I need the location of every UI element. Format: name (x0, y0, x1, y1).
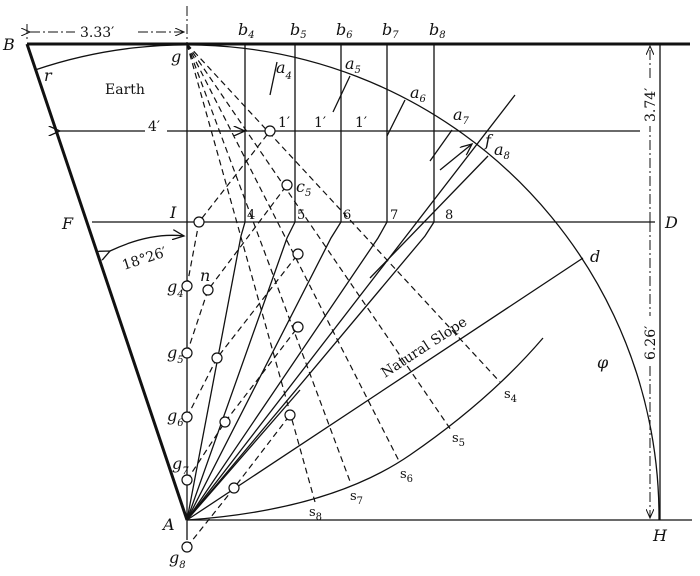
natural-slope-label: Natural Slope (378, 314, 470, 381)
point-I: I (169, 203, 177, 222)
construction-points (181, 125, 304, 553)
point-F: F (61, 214, 74, 233)
unit-mark: 1′ (355, 115, 367, 131)
svg-text:g5: g5 (167, 343, 184, 366)
dim-upper-label: 3.74′ (643, 88, 659, 122)
svg-text:s5: s5 (452, 431, 465, 449)
section-numbers: 4 5 6 7 8 (247, 208, 453, 223)
wall-angle-label: 18°26′ (120, 244, 169, 273)
svg-text:b5: b5 (290, 20, 307, 41)
svg-text:s8: s8 (309, 505, 322, 523)
point-n: n (200, 266, 210, 285)
wall-back-line (25, 43, 189, 521)
b-labels: b4 b5 b6 b7 b8 (238, 20, 446, 41)
dim-top-label: 3.33′ (80, 25, 114, 41)
svg-text:a6: a6 (410, 83, 427, 105)
svg-text:a5: a5 (345, 54, 361, 76)
point-g: g (171, 47, 181, 66)
dim-4ft-label: 4′ (148, 119, 160, 135)
dashed-rays (186, 43, 501, 548)
svg-text:g4: g4 (167, 277, 184, 300)
pressure-lines (186, 44, 584, 521)
point-d: d (590, 247, 600, 266)
rupture-arc (34, 44, 660, 521)
svg-text:b7: b7 (382, 20, 399, 41)
angle-arc (110, 235, 184, 251)
svg-text:8: 8 (445, 208, 453, 223)
phi-label: φ (597, 353, 609, 372)
svg-text:s4: s4 (504, 387, 517, 405)
svg-text:b4: b4 (238, 20, 255, 41)
point-B: B (2, 35, 15, 54)
svg-text:a8: a8 (494, 140, 510, 162)
svg-text:4: 4 (247, 208, 255, 223)
svg-text:5: 5 (297, 208, 305, 223)
s-curve (186, 337, 544, 521)
svg-text:a4: a4 (276, 58, 292, 82)
point-r: r (44, 66, 53, 85)
svg-text:g7: g7 (172, 454, 189, 477)
natural-slope-line (186, 257, 584, 521)
svg-text:7: 7 (390, 208, 398, 223)
a-ticks (269, 61, 453, 162)
unit-mark: 1′ (278, 115, 290, 131)
point-H: H (652, 526, 668, 545)
svg-text:6: 6 (343, 208, 351, 223)
point-f: f (484, 131, 494, 150)
svg-text:a7: a7 (453, 105, 470, 127)
svg-text:s6: s6 (400, 467, 413, 485)
dim-lower-label: 6.26′ (643, 326, 659, 360)
svg-text:g8: g8 (169, 548, 186, 571)
g-labels: g4 g5 g6 g7 g8 (167, 277, 189, 571)
svg-text:b6: b6 (336, 20, 353, 41)
point-D: D (664, 213, 678, 232)
unit-mark: 1′ (314, 115, 326, 131)
svg-text:g6: g6 (167, 406, 184, 429)
point-c5: c5 (296, 177, 311, 199)
arrow-f (439, 144, 472, 171)
point-A: A (161, 515, 175, 534)
earth-label: Earth (105, 82, 145, 98)
a-labels: a4 a5 a6 a7 a8 (276, 54, 510, 162)
s-labels: s4 s5 s6 s7 s8 (309, 387, 517, 523)
svg-text:s7: s7 (350, 489, 363, 507)
svg-text:b8: b8 (429, 20, 446, 41)
